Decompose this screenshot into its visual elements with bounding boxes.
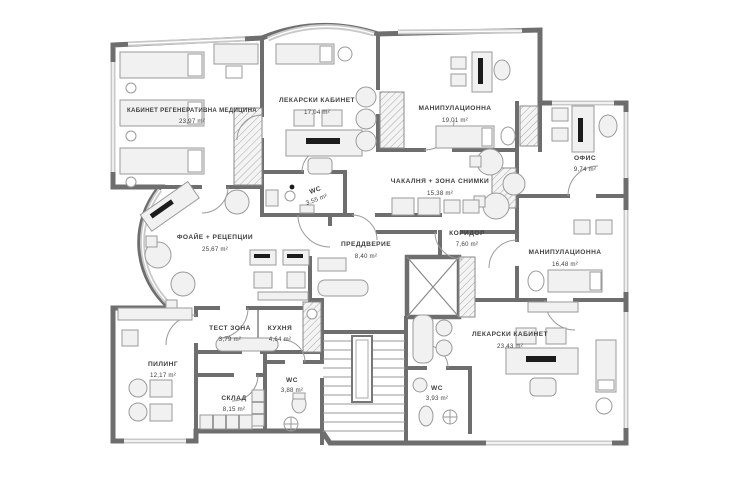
svg-text:ФОАЙЕ + РЕЦЕПЦИИ: ФОАЙЕ + РЕЦЕПЦИИ — [177, 232, 253, 241]
furniture-manipulation-top — [435, 51, 516, 149]
svg-text:ЛЕКАРСКИ КАБИНЕТ: ЛЕКАРСКИ КАБИНЕТ — [279, 97, 355, 104]
furniture-corridor — [443, 199, 480, 214]
svg-text:12,17 m²: 12,17 m² — [150, 372, 176, 379]
room-label-office: ОФИС 9,74 m² — [574, 155, 596, 173]
furniture-peeling-room — [117, 307, 193, 422]
room-label-doctor-office-top: ЛЕКАРСКИ КАБИНЕТ 17,04 m² — [279, 97, 355, 116]
svg-text:3,79 m²: 3,79 m² — [219, 336, 241, 343]
svg-text:ЧАКАЛНЯ + ЗОНА СНИМКИ: ЧАКАЛНЯ + ЗОНА СНИМКИ — [391, 178, 489, 185]
svg-text:8,15 m²: 8,15 m² — [223, 406, 245, 413]
furniture-manipulation-right — [527, 219, 613, 293]
svg-text:16,48 m²: 16,48 m² — [552, 261, 578, 268]
svg-text:4,64 m²: 4,64 m² — [269, 336, 291, 343]
room-label-wc-middle: WC 3,88 m² — [281, 377, 303, 394]
svg-text:ПРЕДДВЕРИЕ: ПРЕДДВЕРИЕ — [341, 241, 391, 248]
room-label-foyer-reception: ФОАЙЕ + РЕЦЕПЦИИ 25,67 m² — [177, 232, 253, 253]
svg-text:МАНИПУЛАЦИОННА: МАНИПУЛАЦИОННА — [528, 249, 601, 256]
windows — [110, 24, 629, 446]
furniture-waiting-area — [391, 148, 526, 220]
furniture-doctor-office-top — [275, 43, 377, 175]
svg-text:7,60 m²: 7,60 m² — [456, 241, 478, 248]
furniture-office — [551, 105, 618, 153]
room-label-regenerative-medicine: КАБИНЕТ РЕГЕНЕРАТИВНА МЕДИЦИНА 23,97 m² — [127, 107, 257, 125]
svg-text:WC: WC — [309, 185, 323, 196]
stairs-icon — [323, 335, 405, 432]
furniture-vestibule — [317, 257, 369, 297]
svg-text:19,01 m²: 19,01 m² — [442, 117, 468, 124]
svg-text:МАНИПУЛАЦИОННА: МАНИПУЛАЦИОННА — [418, 105, 491, 112]
svg-text:15,38 m²: 15,38 m² — [427, 190, 453, 197]
wheelchair-icon — [284, 190, 296, 202]
furniture-wc-top — [265, 184, 315, 214]
svg-text:КАБИНЕТ РЕГЕНЕРАТИВНА МЕДИЦИНА: КАБИНЕТ РЕГЕНЕРАТИВНА МЕДИЦИНА — [127, 107, 257, 114]
svg-text:3,93 m²: 3,93 m² — [426, 395, 448, 402]
furniture-regen-room — [119, 43, 259, 188]
room-label-waiting-area: ЧАКАЛНЯ + ЗОНА СНИМКИ 15,38 m² — [391, 178, 489, 197]
svg-text:17,04 m²: 17,04 m² — [304, 109, 330, 116]
svg-text:СКЛАД: СКЛАД — [221, 395, 246, 402]
svg-text:ПИЛИНГ: ПИЛИНГ — [148, 361, 178, 368]
svg-text:WC: WC — [286, 377, 298, 384]
furniture-storage — [199, 389, 265, 430]
room-label-doctor-office-bottom: ЛЕКАРСКИ КАБИНЕТ 23,43 m² — [472, 331, 548, 350]
svg-text:3,55 m²: 3,55 m² — [305, 193, 328, 207]
room-label-peeling: ПИЛИНГ 12,17 m² — [148, 361, 178, 379]
svg-text:9,74 m²: 9,74 m² — [574, 166, 596, 173]
room-label-manipulation-top: МАНИПУЛАЦИОННА 19,01 m² — [418, 105, 491, 124]
room-label-test-zone: ТЕСТ ЗОНА 3,79 m² — [209, 325, 251, 343]
svg-text:ТЕСТ ЗОНА: ТЕСТ ЗОНА — [209, 325, 251, 332]
room-label-vestibule: ПРЕДДВЕРИЕ 8,40 m² — [341, 241, 391, 260]
furniture-doctor-office-bottom — [412, 301, 617, 415]
furniture-wc-right — [412, 377, 458, 427]
furniture-kitchen-testzone — [215, 308, 318, 352]
svg-text:23,43 m²: 23,43 m² — [497, 343, 523, 350]
svg-text:8,40 m²: 8,40 m² — [355, 253, 377, 260]
furniture-wc-middle — [283, 392, 307, 432]
furniture-foyer-reception — [139, 180, 310, 312]
room-label-storage: СКЛАД 8,15 m² — [221, 395, 246, 413]
room-label-wc-top: WC 3,55 m² — [305, 185, 328, 207]
svg-text:3,88 m²: 3,88 m² — [281, 387, 303, 394]
svg-text:ЛЕКАРСКИ КАБИНЕТ: ЛЕКАРСКИ КАБИНЕТ — [472, 331, 548, 338]
svg-text:ОФИС: ОФИС — [574, 155, 596, 162]
room-label-corridor: КОРИДОР 7,60 m² — [449, 230, 485, 248]
svg-text:КОРИДОР: КОРИДОР — [449, 230, 485, 237]
svg-text:23,97 m²: 23,97 m² — [179, 118, 205, 125]
room-label-manipulation-right: МАНИПУЛАЦИОННА 16,48 m² — [528, 249, 601, 268]
svg-text:25,67 m²: 25,67 m² — [202, 246, 228, 253]
room-labels: КАБИНЕТ РЕГЕНЕРАТИВНА МЕДИЦИНА 23,97 m² … — [127, 97, 601, 413]
svg-text:WC: WC — [431, 385, 443, 392]
elevator-icon — [404, 254, 476, 320]
room-label-wc-right: WC 3,93 m² — [426, 385, 448, 402]
svg-text:КУХНЯ: КУХНЯ — [268, 325, 292, 332]
room-label-kitchen: КУХНЯ 4,64 m² — [268, 325, 292, 343]
